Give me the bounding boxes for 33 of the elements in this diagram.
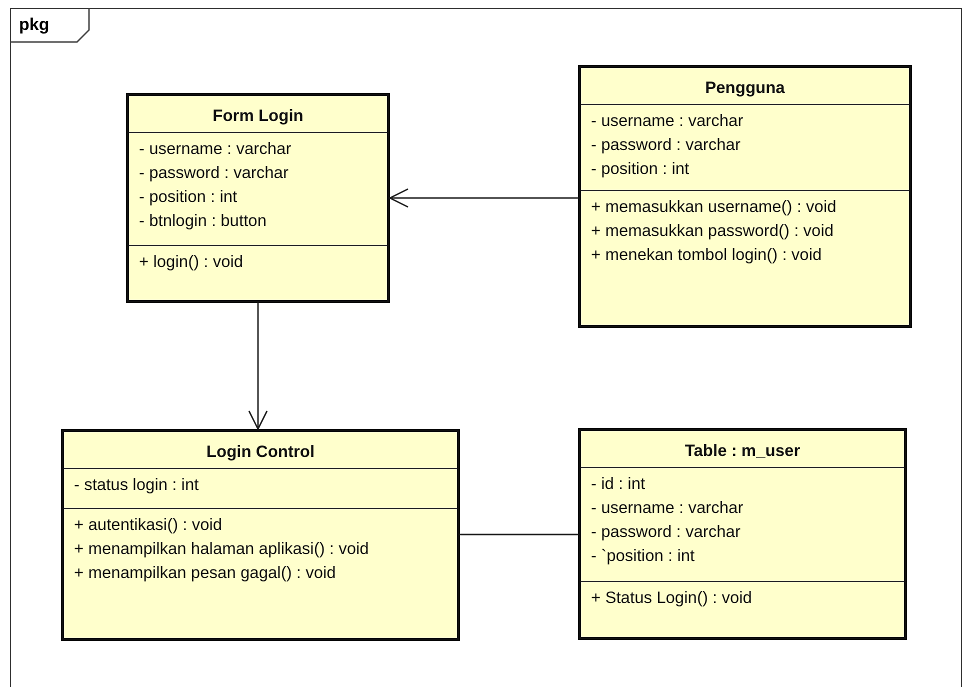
attribute-text: - password : varchar [591, 522, 742, 543]
attribute-text: - username : varchar [591, 498, 744, 519]
attribute-text: - `position : int [591, 546, 696, 567]
operation-text: + memasukkan password() : void [591, 221, 835, 242]
attribute-text: - username : varchar [591, 111, 744, 132]
arrow [389, 188, 578, 208]
attribute-text: - btnlogin : button [139, 211, 268, 232]
operation-text: + menampilkan halaman aplikasi() : void [74, 539, 370, 560]
arrow [248, 303, 268, 430]
operation-text: + memasukkan username() : void [591, 197, 838, 218]
operation-text: + Status Login() : void [591, 588, 753, 609]
attribute-text: - id : int [591, 474, 646, 495]
class-box [61, 429, 460, 641]
attribute-text: - password : varchar [139, 163, 290, 184]
class-box [126, 93, 390, 303]
association-line [460, 534, 578, 536]
class-name: Table : m_user [684, 441, 800, 462]
operation-text: + menampilkan pesan gagal() : void [74, 563, 337, 584]
attribute-text: - status login : int [74, 475, 200, 496]
frame-label: pkg [19, 15, 50, 35]
attribute-text: - password : varchar [591, 135, 742, 156]
attribute-text: - position : int [139, 187, 238, 208]
class-name: Login Control [206, 442, 315, 463]
class-name: Pengguna [705, 78, 785, 99]
operation-text: + login() : void [139, 252, 244, 273]
operation-text: + menekan tombol login() : void [591, 245, 823, 266]
class-name: Form Login [212, 106, 304, 127]
package-frame [10, 8, 962, 687]
operation-text: + autentikasi() : void [74, 515, 224, 536]
attribute-text: - position : int [591, 159, 690, 180]
class-box [578, 65, 912, 328]
class-box [578, 428, 907, 640]
attribute-text: - username : varchar [139, 139, 292, 160]
